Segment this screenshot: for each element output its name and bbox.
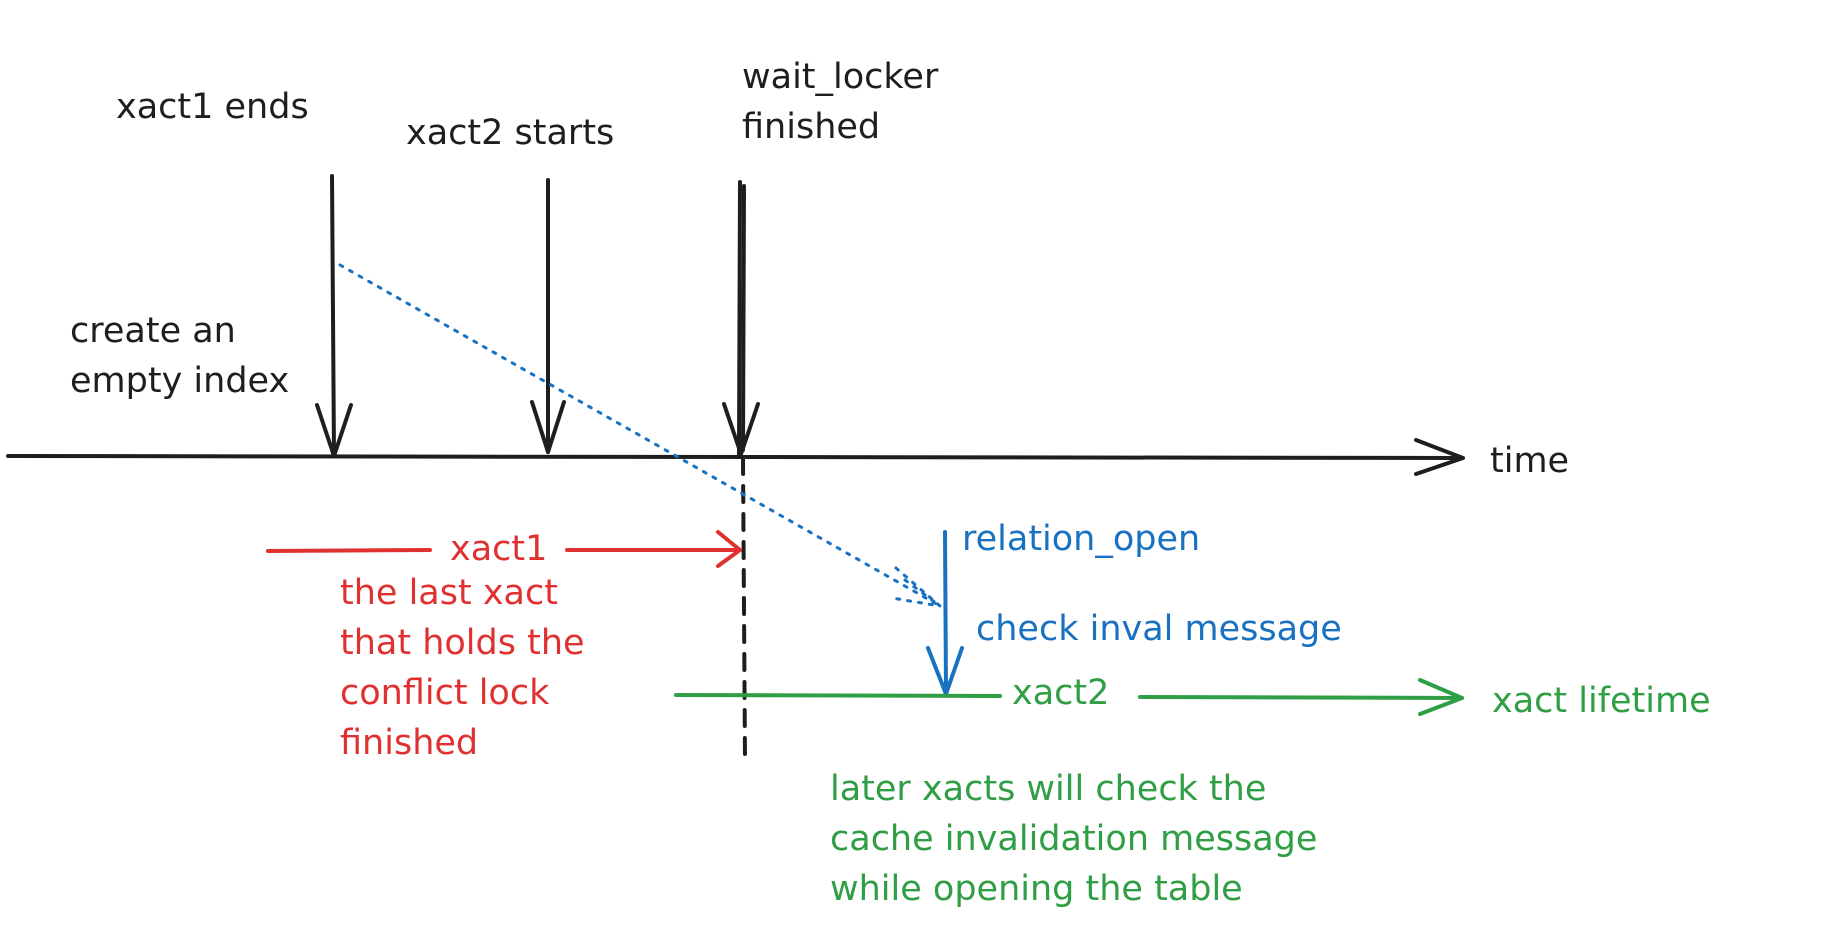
check-inval-message-label: check inval message [976, 609, 1342, 649]
sync-point-dashed-line [741, 456, 747, 762]
xact1-lifetime-arrow [266, 530, 742, 568]
xact2-starts-label: xact2 starts [406, 113, 615, 153]
xact1-ends-arrow [315, 174, 353, 458]
xact2-label: xact2 [1012, 673, 1110, 713]
later-xacts-note: later xacts will check the cache invalid… [830, 769, 1318, 909]
create-empty-index-label: create an empty index [70, 311, 290, 401]
relation-open-arrow [926, 530, 964, 696]
time-axis-label: time [1490, 441, 1570, 481]
last-xact-note: the last xact that holds the conflict lo… [340, 573, 585, 763]
wait-locker-finished-arrow [722, 180, 760, 456]
inval-message-dotted-arrow [338, 263, 942, 608]
xact2-starts-arrow [530, 178, 566, 454]
wait-locker-finished-label: wait_locker finished [742, 57, 939, 147]
xact2-lifetime-arrow [674, 678, 1464, 716]
xact1-ends-label: xact1 ends [116, 87, 309, 127]
time-axis [6, 438, 1465, 476]
xact-lifetime-label: xact lifetime [1492, 681, 1711, 721]
xact1-label: xact1 [450, 529, 548, 569]
relation-open-label: relation_open [962, 519, 1201, 559]
